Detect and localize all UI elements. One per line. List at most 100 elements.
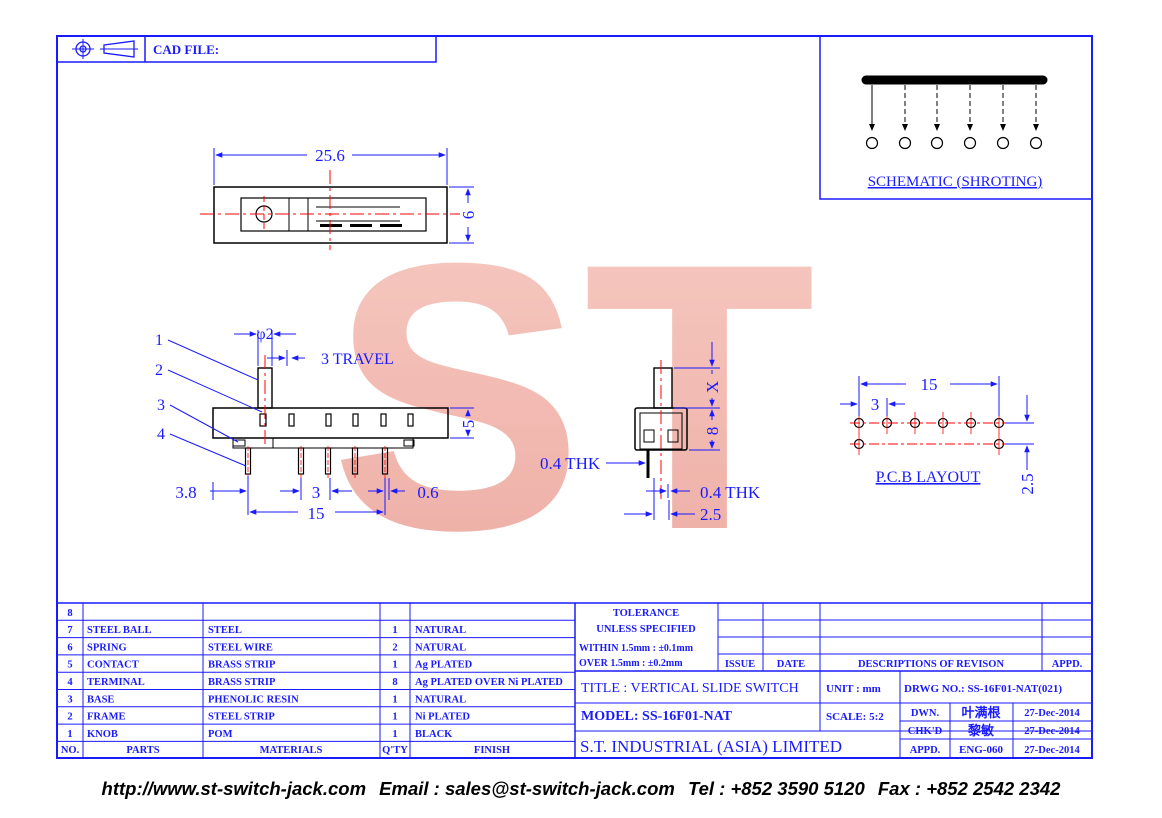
footer-url[interactable]: http://www.st-switch-jack.com [101,778,367,799]
dim-thk-right: 0.4 THK [700,483,761,502]
dim-side-x: X [703,381,722,393]
company-name: S.T. INDUSTRIAL (ASIA) LIMITED [580,737,842,756]
dim-thk-left: 0.4 THK [540,454,601,473]
bom-cell-part: KNOB [87,729,118,740]
schematic-panel: SCHEMATIC (SHROTING) [819,35,1093,200]
pcb-dim-span: 15 [921,375,938,394]
pcb-title: P.C.B LAYOUT [876,469,981,486]
dim-knob-diameter: φ2 [256,326,273,343]
bom-cell-part: SPRING [87,642,127,653]
contact-slot [352,413,359,427]
callout-4: 4 [157,426,165,443]
rev-appd: APPD. [1052,659,1083,670]
bom-header-finish: FINISH [474,745,510,756]
pcb-holes [853,412,1005,455]
pcb-layout: 15 3 2.5 P.C.B LAYOUT [840,375,1037,495]
front-view: φ2 3 TRAVEL 5 1 2 3 4 3.8 3 [155,326,478,523]
contact-footer: http://www.st-switch-jack.com Email : sa… [0,778,1162,800]
bom-cell-part: CONTACT [87,660,139,671]
bom-cell-material: POM [208,729,233,740]
cad-file-header: CAD FILE: [56,35,437,63]
pcb-dim-pitch: 3 [871,395,880,414]
schematic-pin [996,85,1010,150]
chk-label: CHK'D [908,726,943,737]
contact-slot [325,413,332,427]
bom-cell-part: FRAME [87,712,126,723]
cad-file-label: CAD FILE: [153,42,219,57]
dim-side-height: 8 [703,427,722,436]
bom-cell-qty: 1 [392,625,397,636]
appd-name: ENG-060 [959,744,1004,756]
bom-cell-material: BRASS STRIP [208,660,276,671]
dim-pin-width: 0.6 [417,483,438,502]
dim-height: 6 [459,211,478,220]
bom-cell-qty: 8 [392,677,397,688]
tolerance-sub: UNLESS SPECIFIED [596,624,696,635]
contact-slot [380,413,387,427]
bom-cell-qty: 2 [392,642,397,653]
projection-symbol-icon [72,39,138,59]
chk-date: 27-Dec-2014 [1024,726,1080,737]
chk-name: 黎敏 [968,723,995,738]
schematic-pin [930,85,944,150]
dim-pitch: 3 [312,483,321,502]
dim-side-width: 2.5 [700,505,721,524]
bom-cell-finish: NATURAL [415,625,466,636]
bom-cell-no: 8 [67,608,72,619]
schematic-pin [1029,85,1043,150]
top-view: 25.6 6 [200,146,478,250]
pcb-dim-row: 2.5 [1018,473,1037,494]
schematic-title: SCHEMATIC (SHROTING) [868,174,1043,190]
footer-tel: Tel : +852 3590 5120 [687,778,865,799]
tolerance-title: TOLERANCE [613,608,679,619]
bom-cell-material: STEEL STRIP [208,712,275,723]
bom-row: 1 KNOB POM 1 BLACK [67,729,453,740]
dwn-label: DWN. [911,708,940,719]
footer-fax: Fax : +852 2542 2342 [877,778,1061,799]
bom-cell-material: PHENOLIC RESIN [208,694,299,705]
bom-cell-part: BASE [87,694,114,705]
rev-date: DATE [777,659,805,670]
contact-slot [288,413,295,427]
side-view: X 8 0.4 THK 0.4 THK 2.5 [540,342,761,524]
bom-cell-material: BRASS STRIP [208,677,276,688]
bom-cell-no: 1 [67,729,72,740]
bom-header-qty: Q'TY [382,745,408,756]
schematic-pins [865,85,1043,150]
bom-cell-qty: 1 [392,660,397,671]
watermark-text: ST [330,184,816,609]
bom-row: 8 [67,608,72,619]
terminal-pin [297,446,305,478]
footer-email[interactable]: Email : sales@st-switch-jack.com [379,778,675,799]
dwn-date: 27-Dec-2014 [1024,708,1080,719]
bom-header-parts: PARTS [126,745,159,756]
drawing-scale: SCALE: 5:2 [826,711,884,723]
callout-2: 2 [155,362,163,379]
bom-cell-material: STEEL WIRE [208,642,273,653]
rev-desc: DESCRIPTIONS OF REVISON [858,659,1004,670]
callouts: 1 2 3 4 [155,332,263,467]
bom-cell-no: 4 [67,677,73,688]
terminal-pin [324,446,332,478]
bom-row: 5 CONTACT BRASS STRIP 1 Ag PLATED [67,660,472,671]
bom-cell-part: STEEL BALL [87,625,152,636]
bom-cell-qty: 1 [392,729,397,740]
bom-cell-finish: BLACK [415,729,453,740]
dim-pin-span: 15 [308,504,325,523]
callout-1: 1 [155,332,163,349]
drawing-unit: UNIT : mm [826,683,881,695]
schematic-pin [865,85,879,150]
bom-cell-finish: Ag PLATED [415,660,473,671]
appd-label: APPD. [910,745,941,756]
bom-cell-no: 5 [67,660,72,671]
bom-cell-finish: NATURAL [415,694,466,705]
bom-cell-no: 7 [67,625,72,636]
dim-length: 25.6 [315,146,345,165]
bom-cell-no: 2 [67,712,72,723]
